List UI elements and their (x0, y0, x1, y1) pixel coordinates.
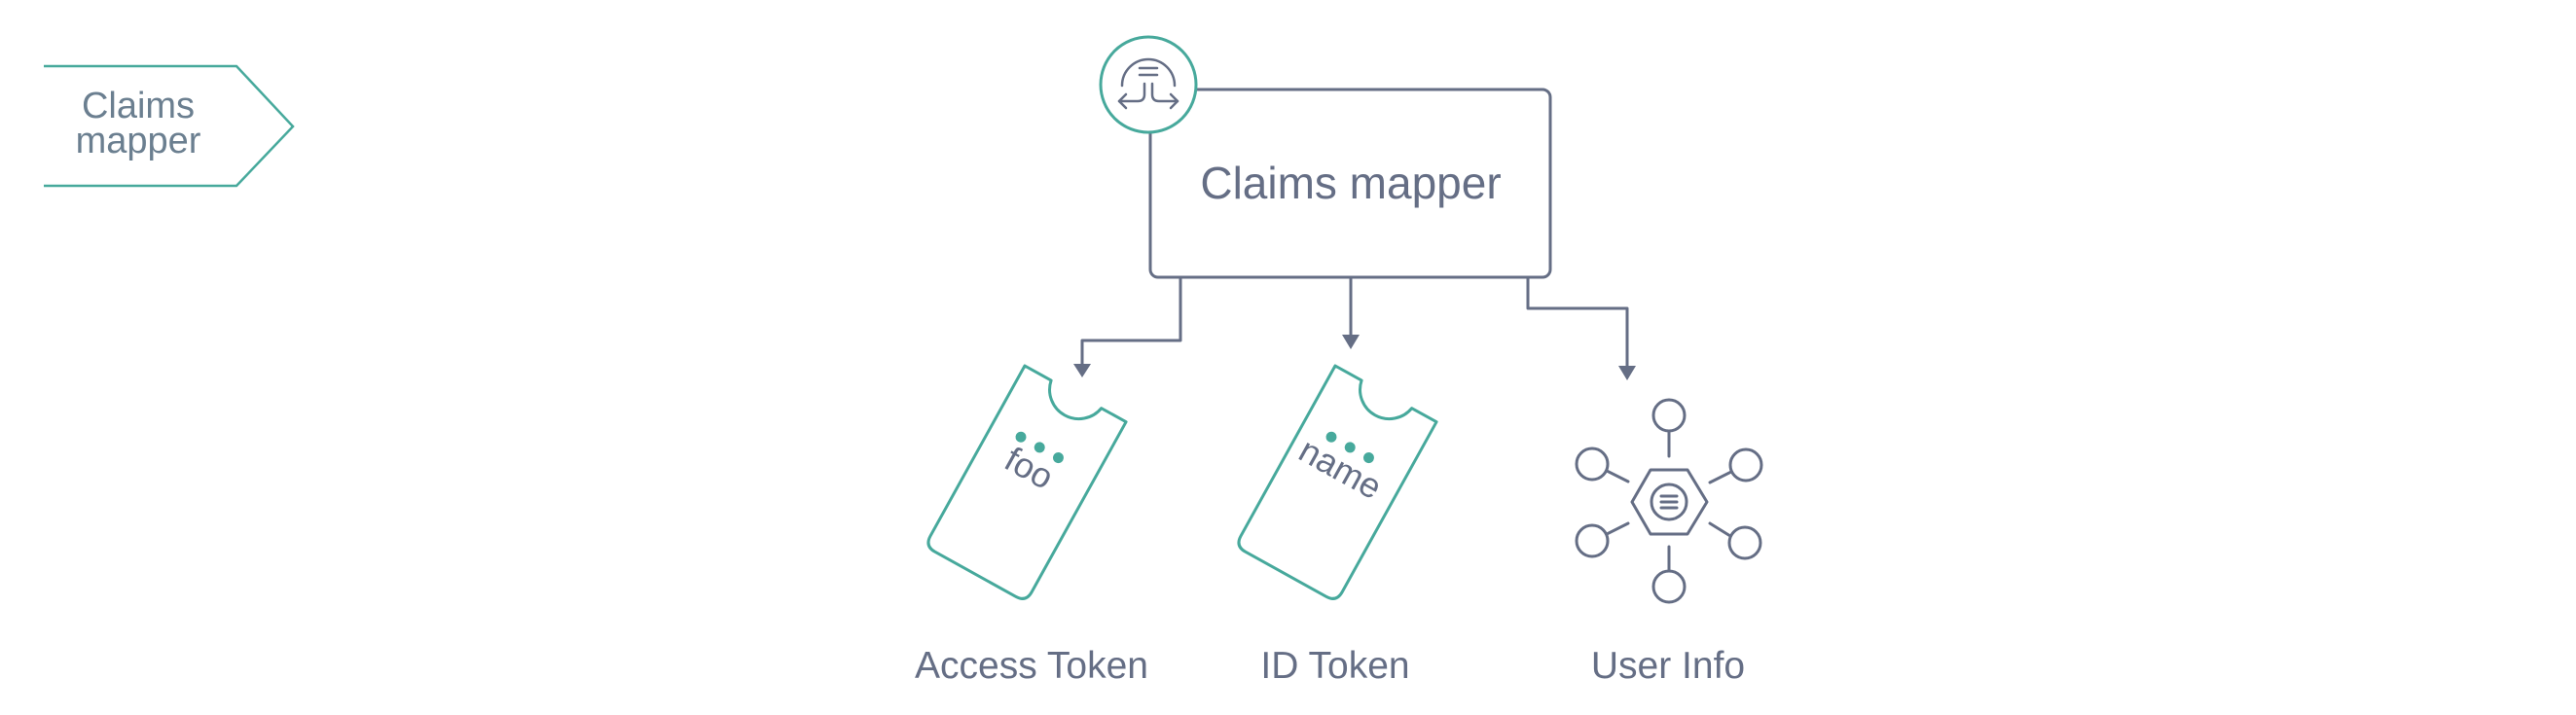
ticket-claim-text: name (1292, 430, 1389, 508)
claims-mapper-node: Claims mapper (1099, 35, 1552, 279)
arrow-head-icon (1342, 335, 1360, 349)
claims-mapper-title: Claims mapper (1200, 158, 1501, 208)
section-tag-label-line2: mapper (76, 121, 201, 161)
output-label: User Info (1591, 645, 1745, 687)
ticket-icon: name (1237, 364, 1438, 600)
arrow-head-icon (1618, 366, 1636, 380)
output-label: ID Token (1260, 645, 1409, 687)
ticket-claim-text: foo (998, 439, 1061, 497)
split-arrows-icon (1117, 57, 1179, 110)
connector-user-info (1526, 277, 1636, 380)
arrow-head-icon (1073, 364, 1091, 377)
connector-access-token (1073, 277, 1182, 377)
hub-network-icon (1575, 398, 1763, 604)
section-tag: Claims mapper (44, 64, 295, 188)
output-id-token: name ID Token (1237, 364, 1438, 687)
ticket-icon: foo (926, 364, 1128, 600)
connectors (1073, 277, 1636, 380)
output-label: Access Token (915, 645, 1148, 687)
output-access-token: foo Access Token (915, 364, 1148, 687)
claims-mapper-badge (1099, 35, 1198, 134)
connector-id-token (1342, 277, 1360, 349)
output-user-info: User Info (1575, 398, 1763, 687)
section-tag-outline (44, 64, 295, 188)
section-tag-label-line1: Claims (82, 86, 195, 126)
